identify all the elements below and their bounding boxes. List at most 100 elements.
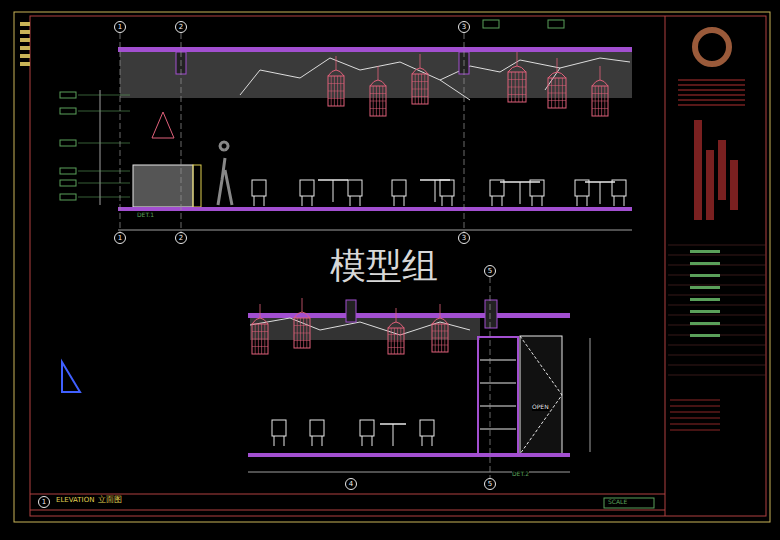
chair-leg [254, 196, 255, 206]
scale-box [604, 498, 654, 508]
reception-counter [133, 165, 193, 207]
drawing-title: 立面图 [98, 496, 122, 505]
grid-number: 4 [349, 481, 353, 488]
revision-mark [20, 54, 30, 58]
grid-line [490, 277, 491, 478]
note-line [670, 430, 720, 431]
birdcage-ring [412, 96, 428, 97]
grid-number: 5 [488, 481, 492, 488]
chair-outline [420, 420, 434, 436]
birdcage-ring [432, 345, 448, 346]
drawing-title: ELEVATION [56, 497, 94, 505]
leader-line [78, 95, 130, 96]
grid-bubble: 3 [458, 21, 470, 33]
vertical-title-column [694, 120, 702, 220]
birdcage-ring [432, 331, 448, 332]
birdcage-ring [370, 93, 386, 94]
birdcage-ring [548, 100, 566, 101]
title-block-field [690, 334, 720, 337]
grid-bubble: 4 [345, 478, 357, 490]
material-tag [60, 194, 76, 200]
birdcage-ring [252, 339, 268, 340]
note-line [670, 412, 720, 413]
chair-leg [404, 196, 405, 206]
birdcage-lamp [252, 324, 268, 354]
tree-branch [440, 68, 560, 100]
title-block-row [668, 375, 766, 376]
birdcage-ring [388, 347, 404, 348]
title-text-line [678, 95, 745, 96]
birdcage-ring [388, 334, 404, 335]
chair-outline [360, 420, 374, 436]
birdcage-ring [592, 108, 608, 109]
grid-bubble: 1 [38, 496, 50, 508]
title-block-row [668, 365, 766, 366]
birdcage-ring [432, 338, 448, 339]
birdcage-ring [548, 85, 566, 86]
title-block-row [668, 245, 766, 246]
sheet-border [14, 12, 770, 522]
chair-leg [284, 436, 285, 446]
door-swing [520, 336, 562, 454]
grid-bubble: 1 [114, 21, 126, 33]
hanging-wire [517, 52, 518, 66]
watermark: 模型组 [330, 246, 438, 286]
ceiling-beam [248, 313, 570, 318]
title-text-line [678, 80, 745, 81]
grid-number: 3 [462, 24, 466, 31]
birdcage-ring [252, 331, 268, 332]
chair-leg [587, 196, 588, 206]
ceiling-beam [118, 47, 632, 52]
birdcage-lamp [370, 80, 386, 86]
grid-bubble: 5 [484, 265, 496, 277]
leader-line [78, 143, 130, 144]
chair-outline [392, 180, 406, 196]
material-tag [60, 92, 76, 98]
title-text-line [678, 105, 745, 106]
title-block-row [668, 285, 766, 286]
inner-border [30, 16, 766, 516]
entrance-door [520, 336, 562, 454]
grid-bubble: 2 [175, 232, 187, 244]
vertical-title-column [718, 140, 726, 200]
hanging-wire [440, 304, 441, 318]
birdcage-lamp [412, 68, 428, 74]
chair-outline [348, 180, 362, 196]
company-logo [695, 30, 729, 64]
grid-bubble: 5 [484, 478, 496, 490]
hanging-wire [336, 56, 337, 70]
table-leg [600, 182, 601, 204]
note-line [670, 406, 720, 407]
chair-leg [422, 436, 423, 446]
note-line [670, 400, 720, 401]
chair-outline [252, 180, 266, 196]
grid-number: 3 [462, 235, 466, 242]
detail-callout: DET.2 [512, 471, 529, 478]
material-tag [483, 20, 499, 28]
leader-line [78, 197, 130, 198]
grid-bubble: 3 [458, 232, 470, 244]
grid-line [181, 33, 182, 232]
birdcage-lamp [432, 318, 448, 324]
scale-label: SCALE [608, 499, 627, 506]
title-block-row [668, 255, 766, 256]
shelf-board [480, 429, 516, 430]
title-block-field [690, 310, 720, 313]
counter-end [193, 165, 201, 207]
grid-line [464, 33, 465, 232]
chair-outline [310, 420, 324, 436]
dimension-line [100, 90, 101, 205]
title-text-line [678, 90, 745, 91]
chair-outline [272, 420, 286, 436]
tree-branch [240, 58, 630, 95]
birdcage-lamp [370, 86, 386, 116]
hanging-wire [378, 66, 379, 80]
birdcage-ring [294, 325, 310, 326]
birdcage-ring [548, 93, 566, 94]
birdcage-ring [412, 81, 428, 82]
title-block-field [690, 286, 720, 289]
birdcage-ring [370, 108, 386, 109]
birdcage-ring [508, 87, 526, 88]
hanging-wire [420, 54, 421, 68]
